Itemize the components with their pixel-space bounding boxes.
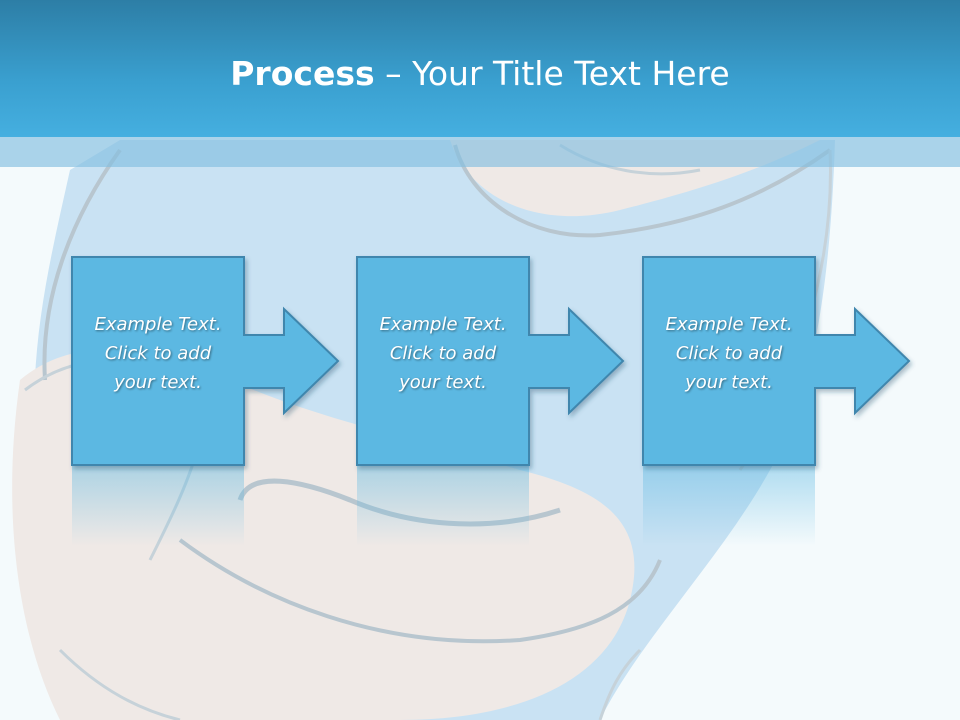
step-2-line-3: your text. — [399, 372, 487, 393]
process-step-3-text[interactable]: Example Text. Click to add your text. — [643, 310, 815, 397]
title-rest-text: – Your Title Text Here — [374, 54, 730, 93]
step-1-line-2: Click to add — [104, 343, 212, 364]
slide-title[interactable]: Process – Your Title Text Here — [0, 52, 960, 96]
process-step-2-shape[interactable] — [356, 256, 625, 466]
step-2-line-2: Click to add — [389, 343, 497, 364]
process-step-1-shape[interactable] — [71, 256, 340, 466]
process-step-3-shape[interactable] — [642, 256, 911, 466]
header-strip — [0, 137, 960, 167]
process-step-2-text[interactable]: Example Text. Click to add your text. — [357, 310, 529, 397]
step-2-line-1: Example Text. — [379, 314, 507, 335]
step-3-line-1: Example Text. — [665, 314, 793, 335]
header-bar — [0, 0, 960, 137]
step-3-line-3: your text. — [685, 372, 773, 393]
step-1-line-1: Example Text. — [94, 314, 222, 335]
process-step-1-text[interactable]: Example Text. Click to add your text. — [72, 310, 244, 397]
title-bold-text: Process — [230, 54, 375, 93]
step-1-line-3: your text. — [114, 372, 202, 393]
step-3-line-2: Click to add — [675, 343, 783, 364]
